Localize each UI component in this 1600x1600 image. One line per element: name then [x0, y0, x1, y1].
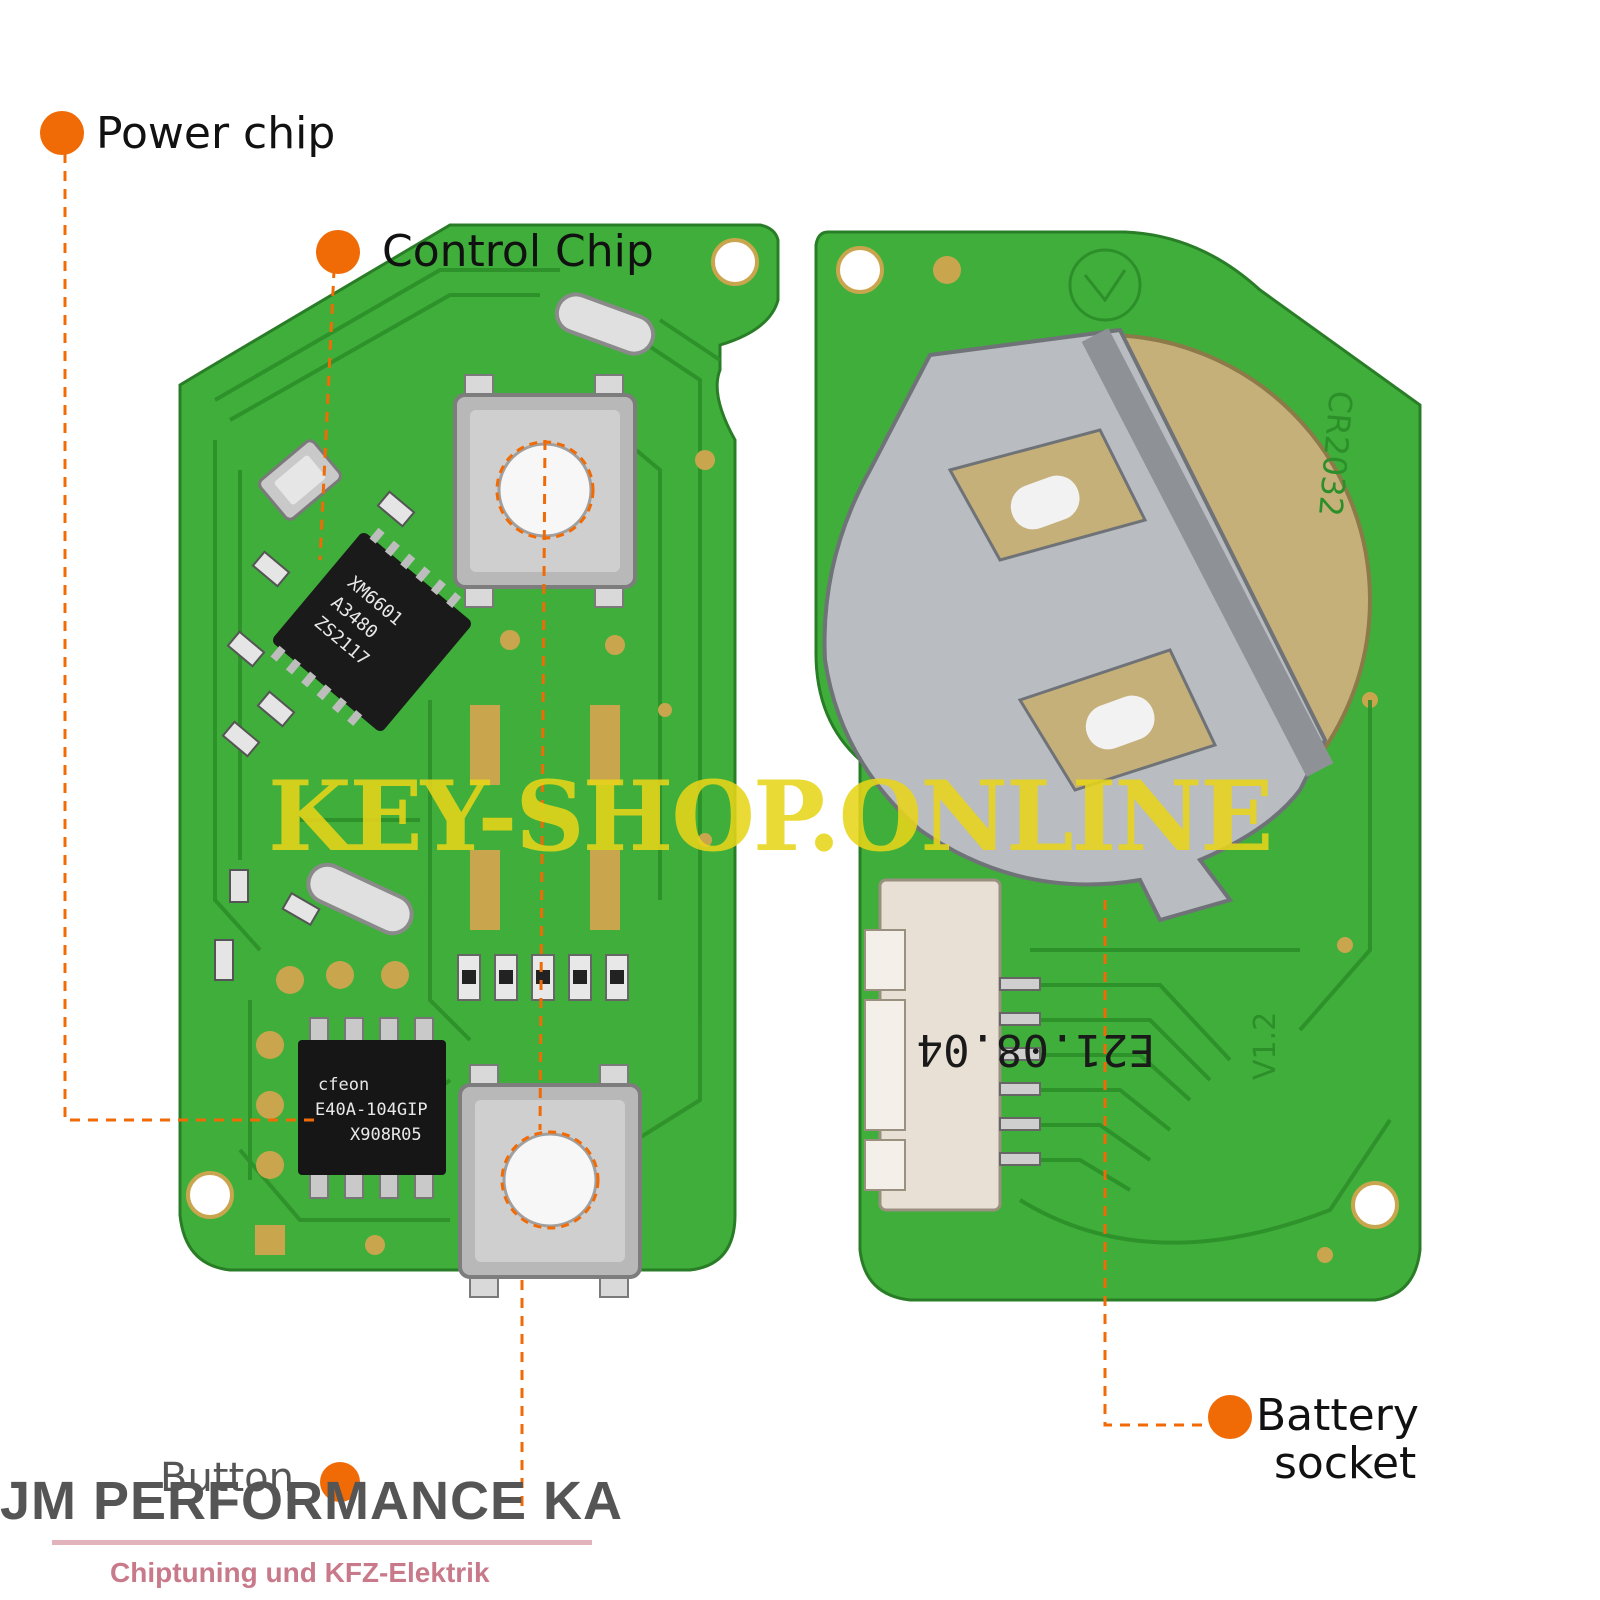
power-chip-label: Power chip [96, 108, 336, 159]
board-version-marking: V1.2 [1248, 1012, 1283, 1080]
battery-socket-leader [1103, 900, 1215, 1427]
battery-socket-marker-dot [1208, 1395, 1252, 1439]
button-leader [520, 439, 547, 1510]
tactile-button-top [453, 374, 637, 608]
power-chip: cfeon E40A-104GIP X908R05 [298, 1017, 446, 1199]
company-name: JM PERFORMANCE KA [0, 1471, 624, 1531]
power-chip-marking-2: E40A-104GIP [315, 1100, 428, 1120]
control-chip-label: Control Chip [382, 226, 654, 277]
crystal-oscillator [258, 439, 342, 521]
battery-socket-label: Battery socket [1256, 1392, 1419, 1488]
back-pcb-board: CR2032 E21.08.04 V1.2 [814, 230, 1422, 1302]
power-chip-leader [63, 135, 320, 1122]
battery-socket-label-line-2: socket [1274, 1438, 1417, 1489]
power-chip-marker-dot [40, 111, 84, 155]
battery-holder: CR2032 [822, 327, 1372, 923]
front-pcb-board: XM6601 A3480 ZS2117 [178, 223, 780, 1298]
company-tagline: Chiptuning und KFZ-Elektrik [110, 1557, 490, 1588]
top-button-highlight [495, 440, 595, 540]
control-chip: XM6601 A3480 ZS2117 [270, 527, 471, 731]
connector-socket [864, 878, 1041, 1212]
control-chip-marker-dot [316, 230, 360, 274]
brand-divider [52, 1540, 592, 1545]
power-chip-marking-3: X908R05 [350, 1125, 422, 1145]
button-label: Button [160, 1455, 294, 1501]
battery-socket-label-line-1: Battery [1256, 1390, 1419, 1441]
power-chip-marking-1: cfeon [318, 1075, 369, 1095]
bottom-button-highlight [500, 1130, 600, 1230]
square-pad [255, 1225, 285, 1255]
board-date-marking: E21.08.04 [917, 1024, 1155, 1075]
resistor-row [457, 954, 629, 1001]
button-marker-dot [320, 1462, 360, 1502]
callout-lines [63, 135, 1215, 1510]
key-shop-watermark: KEY-SHOP.ONLINE [268, 760, 1273, 873]
manufacturer-logo [1068, 248, 1142, 322]
tactile-button-bottom [458, 1064, 642, 1298]
control-chip-leader [318, 249, 337, 561]
